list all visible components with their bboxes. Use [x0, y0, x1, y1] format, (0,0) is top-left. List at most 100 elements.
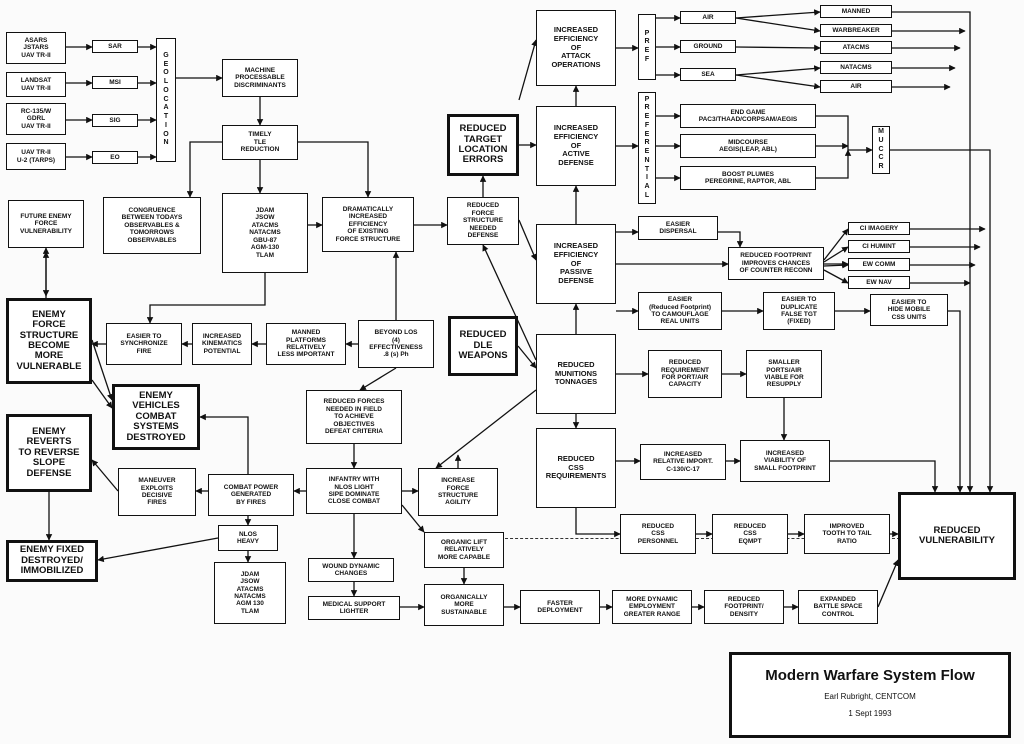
node-midcourse: MIDCOURSE AEGIS(LEAP, ABL): [680, 134, 816, 158]
node-maneuver: MANEUVER EXPLOITS DECISIVE FIRES: [118, 468, 196, 516]
connector-arrow: [718, 231, 744, 248]
node-geolocation: G E O L O C A T I O N: [156, 38, 176, 162]
connector-arrow: [735, 44, 821, 52]
node-air2: AIR: [820, 80, 892, 93]
node-reduced-vulnerability: REDUCED VULNERABILITY: [898, 492, 1016, 580]
connector-arrow: [91, 459, 119, 492]
connector-arrow: [401, 504, 425, 533]
node-reduced-dle: REDUCED DLE WEAPONS: [448, 316, 518, 376]
dashed-divider: [500, 538, 900, 539]
node-reduced-target: REDUCED TARGET LOCATION ERRORS: [447, 114, 519, 176]
node-preferential: P R E F E R E N T I A L: [638, 92, 656, 204]
connector-arrow: [735, 65, 821, 76]
node-ew-comm: EW COMM: [848, 258, 910, 271]
node-ground: GROUND: [680, 40, 736, 53]
node-sea: SEA: [680, 68, 736, 81]
connector-arrow: [482, 244, 537, 361]
node-manned-platforms: MANNED PLATFORMS RELATIVELY LESS IMPORTA…: [266, 323, 346, 365]
connector-arrow: [892, 11, 974, 493]
connector-arrow: [823, 246, 849, 263]
node-easier-dup: EASIER TO DUPLICATE FALSE TGT (FIXED): [763, 292, 835, 330]
node-more-dynamic: MORE DYNAMIC EMPLOYMENT GREATER RANGE: [612, 590, 692, 624]
node-enemy-vehicles: ENEMY VEHICLES COMBAT SYSTEMS DESTROYED: [112, 384, 200, 450]
node-boost: BOOST PLUMES PEREGRINE, RAPTOR, ABL: [680, 166, 816, 190]
connector-arrow: [91, 379, 113, 409]
connector-arrow: [830, 460, 939, 493]
connector-arrow: [359, 367, 397, 391]
node-u2: UAV TR-II U-2 (TARPS): [6, 143, 66, 170]
node-reduced-footprint2: REDUCED FOOTPRINT/ DENSITY: [704, 590, 784, 624]
node-increase-agility: INCREASE FORCE STRUCTURE AGILITY: [418, 468, 498, 516]
connector-arrow: [435, 389, 537, 469]
node-easier-camo: EASIER (Reduced Footprint) TO CAMOUFLAGE…: [638, 292, 722, 330]
node-dramatically: DRAMATICALLY INCREASED EFFICIENCY OF EXI…: [322, 197, 414, 252]
node-atacms: ATACMS: [820, 41, 892, 54]
connector-arrow: [890, 149, 994, 493]
node-reduced-force: REDUCED FORCE STRUCTURE NEEDED DEFENSE: [447, 197, 519, 245]
node-organically: ORGANICALLY MORE SUSTAINABLE: [424, 584, 504, 626]
node-reduced-css-eqmpt: REDUCED CSS EQMPT: [712, 514, 788, 554]
node-beyond-los: BEYOND LOS (4) EFFECTIVENESS .8 (s) Ph: [358, 320, 434, 368]
node-jdam1: JDAM JSOW ATACMS NATACMS GBU-87 AGM-130 …: [222, 193, 308, 273]
diagram-author: Earl Rubright, CENTCOM: [824, 692, 916, 701]
node-organic-lift: ORGANIC LIFT RELATIVELY MORE CAPABLE: [424, 532, 504, 568]
node-passive-def: INCREASED EFFICIENCY OF PASSIVE DEFENSE: [536, 224, 616, 304]
connector-arrow: [735, 74, 821, 90]
node-warbreaker: WARBREAKER: [820, 24, 892, 37]
title-block: Modern Warfare System Flow Earl Rubright…: [729, 652, 1011, 738]
node-pref: P R E F: [638, 14, 656, 80]
connector-arrow: [823, 269, 849, 284]
connector-arrow: [186, 141, 222, 198]
diagram-title: Modern Warfare System Flow: [765, 667, 975, 684]
node-natacms: NATACMS: [820, 61, 892, 74]
node-sig: SIG: [92, 114, 138, 127]
node-timely: TIMELY TLE REDUCTION: [222, 125, 298, 160]
connector-arrow: [823, 261, 849, 269]
connector-arrow: [877, 559, 899, 608]
node-nlos-heavy: NLOS HEAVY: [218, 525, 278, 551]
node-easier-dispersal: EASIER DISPERSAL: [638, 216, 718, 240]
node-end-game: END GAME PAC3/THAAD/CORPSAM/AEGIS: [680, 104, 816, 128]
node-increased-viability: INCREASED VIABILITY OF SMALL FOOTPRINT: [740, 440, 830, 482]
connector-arrow: [298, 141, 372, 198]
connector-arrow: [823, 228, 849, 261]
node-rc135: RC-135/W GDRL UAV TR-II: [6, 103, 66, 135]
connector-arrow: [517, 345, 537, 369]
node-congruence: CONGRUENCE BETWEEN TODAYS OBSERVABLES & …: [103, 197, 201, 254]
connector-arrow: [575, 508, 621, 538]
node-easier-hide: EASIER TO HIDE MOBILE CSS UNITS: [870, 294, 948, 326]
node-attack-ops: INCREASED EFFICIENCY OF ATTACK OPERATION…: [536, 10, 616, 86]
node-asars: ASARS JSTARS UAV TR-II: [6, 32, 66, 64]
node-sar: SAR: [92, 40, 138, 53]
connector-arrow: [948, 310, 964, 493]
node-ci-humint: CI HUMINT: [848, 240, 910, 253]
connector-arrow: [518, 219, 537, 261]
node-enemy-reverts: ENEMY REVERTS TO REVERSE SLOPE DEFENSE: [6, 414, 92, 492]
connector-arrow: [816, 115, 873, 154]
connector-arrow: [199, 413, 249, 474]
node-air1: AIR: [680, 11, 736, 24]
connector-arrow: [146, 273, 266, 324]
node-improved-tooth: IMPROVED TOOTH TO TAIL RATIO: [804, 514, 890, 554]
node-faster: FASTER DEPLOYMENT: [520, 590, 600, 624]
node-reduced-munitions: REDUCED MUNITIONS TONNAGES: [536, 334, 616, 414]
connector-arrow: [91, 339, 114, 401]
node-wound-dynamic: WOUND DYNAMIC CHANGES: [308, 558, 394, 582]
node-enemy-force: ENEMY FORCE STRUCTURE BECOME MORE VULNER…: [6, 298, 92, 384]
node-increased-relative: INCREASED RELATIVE IMPORT. C-130/C-17: [640, 444, 726, 480]
node-future-enemy: FUTURE ENEMY FORCE VULNERABILITY: [8, 200, 84, 248]
node-enemy-fixed: ENEMY FIXED DESTROYED/ IMMOBILIZED: [6, 540, 98, 582]
node-easier-sync: EASIER TO SYNCHRONIZE FIRE: [106, 323, 182, 365]
node-infantry: INFANTRY WITH NLOS LIGHT SIPE DOMINATE C…: [306, 468, 402, 514]
node-kinematics: INCREASED KINEMATICS POTENTIAL: [192, 323, 252, 365]
node-manned: MANNED: [820, 5, 892, 18]
connector-arrow: [735, 9, 821, 19]
diagram-date: 1 Sept 1993: [848, 709, 892, 718]
connector-arrow: [735, 17, 821, 34]
node-combat-power: COMBAT POWER GENERATED BY FIRES: [208, 474, 294, 516]
node-active-def: INCREASED EFFICIENCY OF ACTIVE DEFENSE: [536, 106, 616, 186]
node-reduced-footprint1: REDUCED FOOTPRINT IMPROVES CHANCES OF CO…: [728, 247, 824, 280]
node-reduced-forces-field: REDUCED FORCES NEEDED IN FIELD TO ACHIEV…: [306, 390, 402, 444]
